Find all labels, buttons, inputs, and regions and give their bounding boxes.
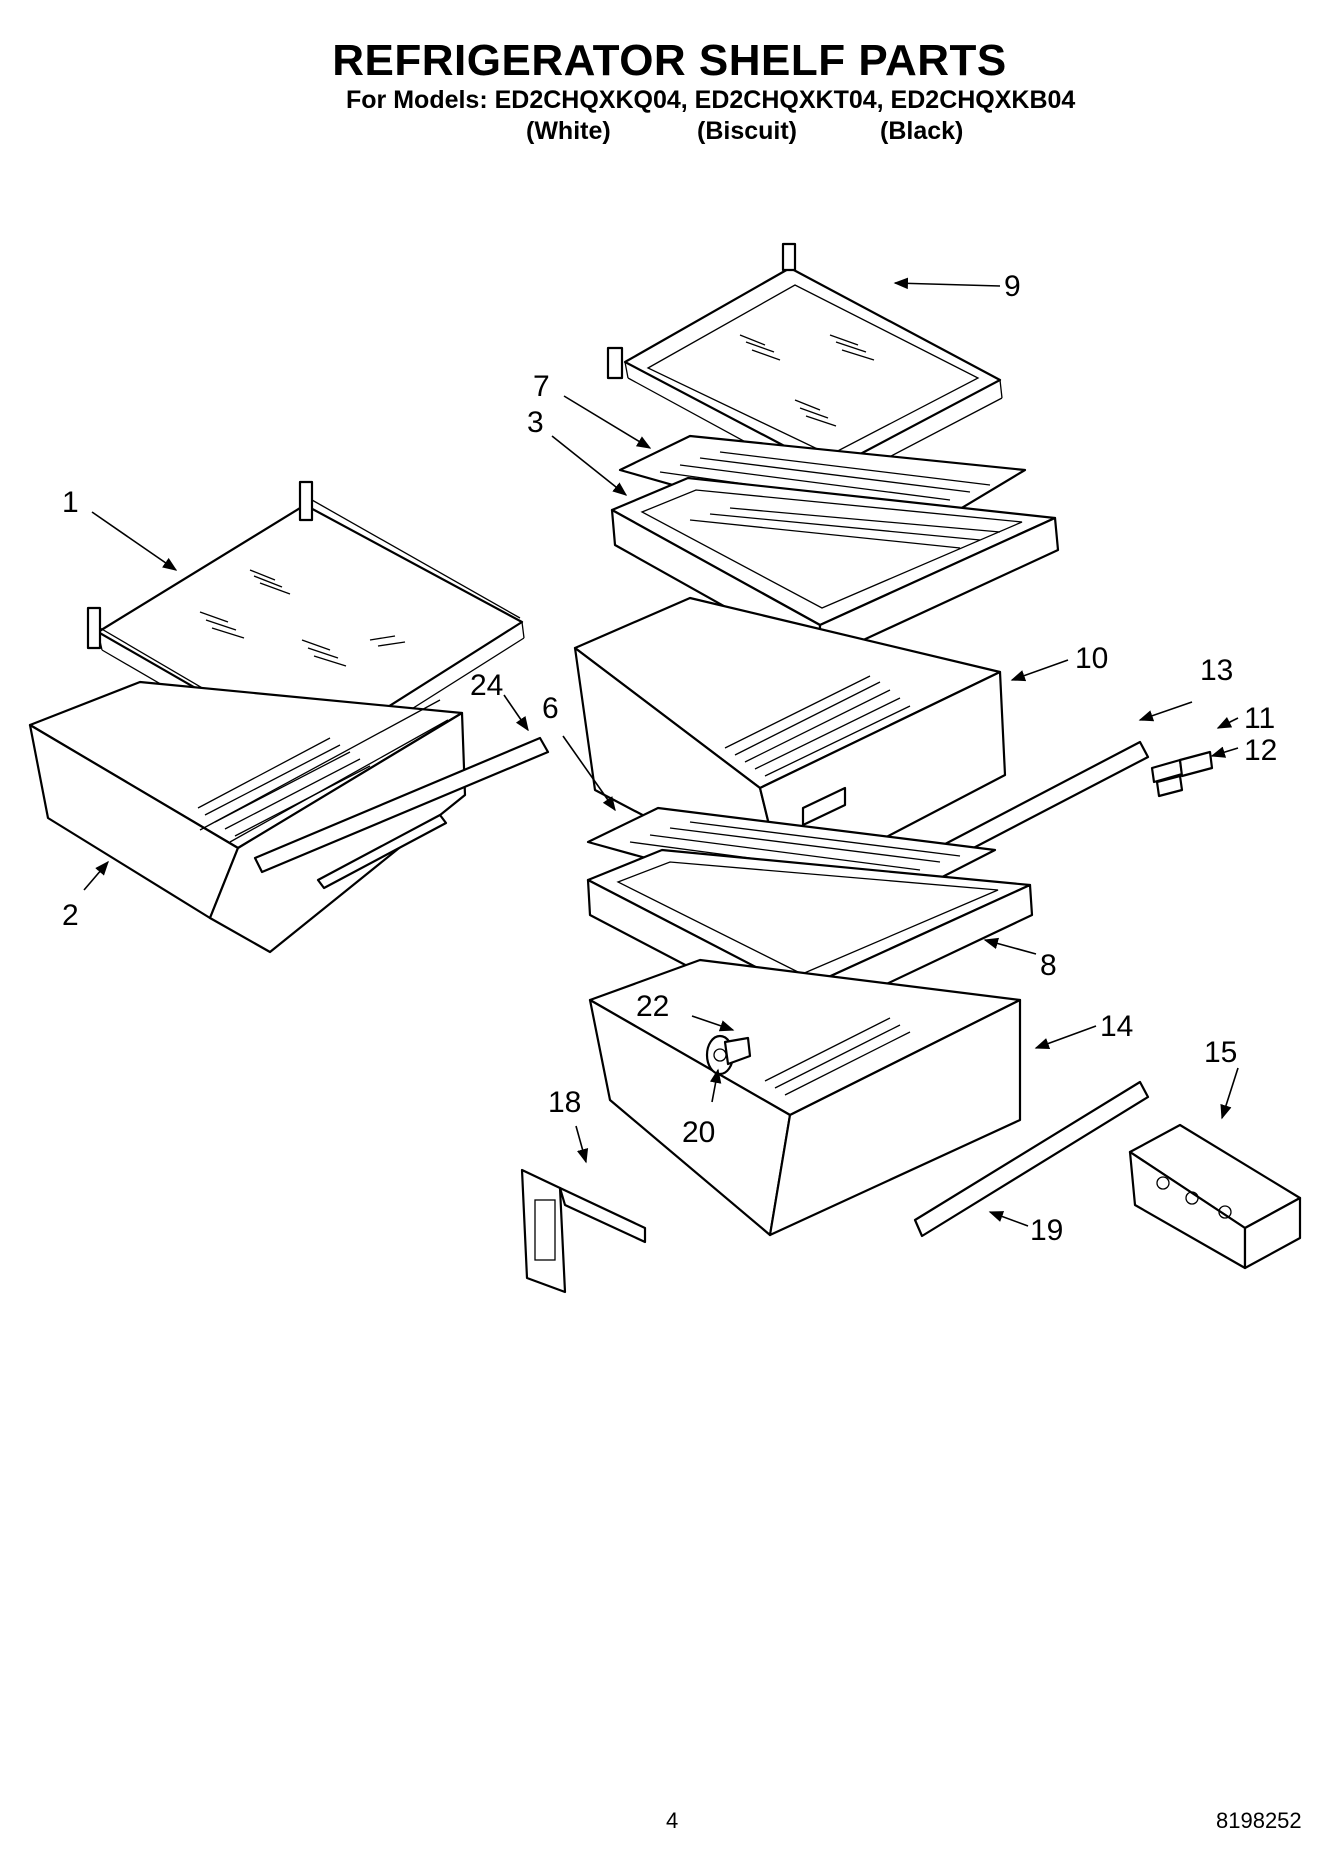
callout-14: 14 xyxy=(1100,1010,1133,1043)
callout-12: 12 xyxy=(1244,734,1277,767)
callout-24: 24 xyxy=(470,669,503,702)
callout-20: 20 xyxy=(682,1116,715,1149)
variant-biscuit: (Biscuit) xyxy=(697,117,797,145)
callout-13: 13 xyxy=(1200,654,1233,687)
leader-lines xyxy=(83,277,1239,1227)
callout-3: 3 xyxy=(527,406,544,439)
models-line: For Models: ED2CHQXKQ04, ED2CHQXKT04, ED… xyxy=(346,86,1076,114)
part-15-door-bin xyxy=(1128,1123,1302,1270)
part-2-crisper-drawer xyxy=(28,680,467,954)
callout-9: 9 xyxy=(1004,270,1021,303)
callout-19: 19 xyxy=(1030,1214,1063,1247)
callout-8: 8 xyxy=(1040,949,1057,982)
page-title: REFRIGERATOR SHELF PARTS xyxy=(332,36,1007,85)
page-number: 4 xyxy=(666,1808,679,1833)
part-9-glass-shelf xyxy=(606,242,1003,489)
part-11-12-clips xyxy=(1150,750,1214,798)
callout-2: 2 xyxy=(62,899,79,932)
document-number: 8198252 xyxy=(1216,1808,1302,1833)
variant-black: (Black) xyxy=(880,117,964,145)
part-18-bracket xyxy=(520,1168,647,1294)
part-14-crisper-drawer xyxy=(588,958,1022,1237)
part-24-trim xyxy=(253,736,550,874)
part-19-trim xyxy=(913,1080,1150,1238)
callout-6: 6 xyxy=(542,692,559,725)
callout-7: 7 xyxy=(533,370,550,403)
part-20-22-knob xyxy=(705,1034,752,1076)
callout-10: 10 xyxy=(1075,642,1108,675)
callout-1: 1 xyxy=(62,486,79,519)
callout-18: 18 xyxy=(548,1086,581,1119)
callout-11: 11 xyxy=(1244,702,1275,735)
variant-white: (White) xyxy=(526,117,611,145)
callout-labels: 1 2 3 6 7 8 9 10 11 12 13 14 15 18 19 20… xyxy=(62,270,1277,1247)
callout-22: 22 xyxy=(636,990,669,1023)
callout-15: 15 xyxy=(1204,1036,1237,1069)
